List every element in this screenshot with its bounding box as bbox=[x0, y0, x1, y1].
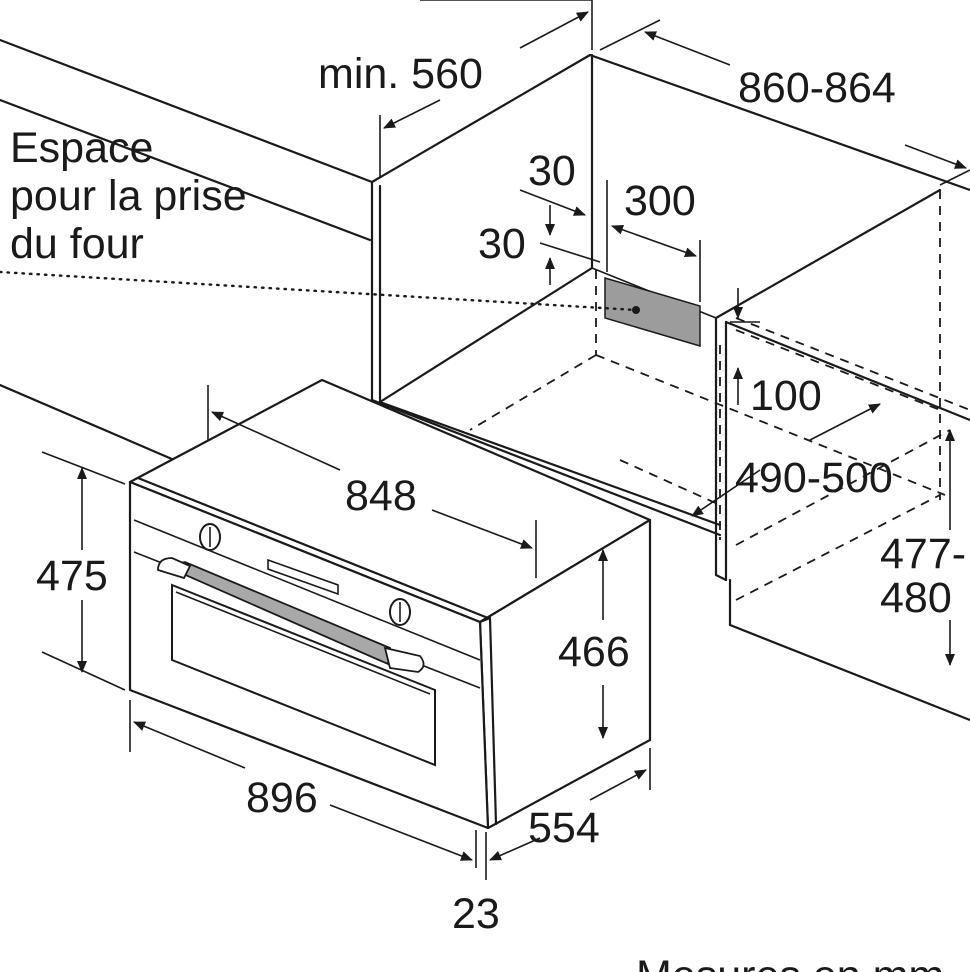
oven-body bbox=[128, 378, 652, 830]
label-oven-height-front: 475 bbox=[36, 552, 108, 600]
socket-panel bbox=[604, 276, 701, 348]
oven-knob-left bbox=[199, 523, 221, 551]
label-socket-width: 300 bbox=[624, 177, 696, 225]
socket-point bbox=[632, 306, 640, 314]
label-socket-space-line2: pour la prise bbox=[10, 172, 247, 220]
label-niche-height-line2: 480 bbox=[880, 574, 952, 622]
label-socket-space-line1: Espace bbox=[10, 124, 153, 172]
label-front-thickness: 23 bbox=[452, 890, 500, 938]
label-gap-100: 100 bbox=[750, 372, 822, 420]
label-socket-offset-side: 30 bbox=[478, 220, 526, 268]
oven-door-handle bbox=[157, 557, 425, 673]
label-oven-height-body: 466 bbox=[558, 628, 630, 676]
label-units-note: Mesures en mm bbox=[636, 952, 944, 972]
label-oven-width-front: 896 bbox=[246, 774, 318, 822]
label-socket-offset-top: 30 bbox=[528, 147, 576, 195]
label-socket-space-line3: du four bbox=[10, 220, 144, 268]
cabinet-niche bbox=[0, 38, 970, 722]
label-niche-height-line1: 477- bbox=[880, 530, 966, 578]
socket-dotted-line bbox=[0, 270, 638, 312]
label-niche-width: 860-864 bbox=[738, 64, 896, 112]
oven-knob-right bbox=[389, 598, 411, 626]
label-oven-width-back: 848 bbox=[345, 472, 417, 520]
label-oven-depth: 554 bbox=[528, 804, 600, 852]
label-min-depth: min. 560 bbox=[318, 50, 483, 98]
label-niche-depth: 490-500 bbox=[735, 454, 893, 502]
